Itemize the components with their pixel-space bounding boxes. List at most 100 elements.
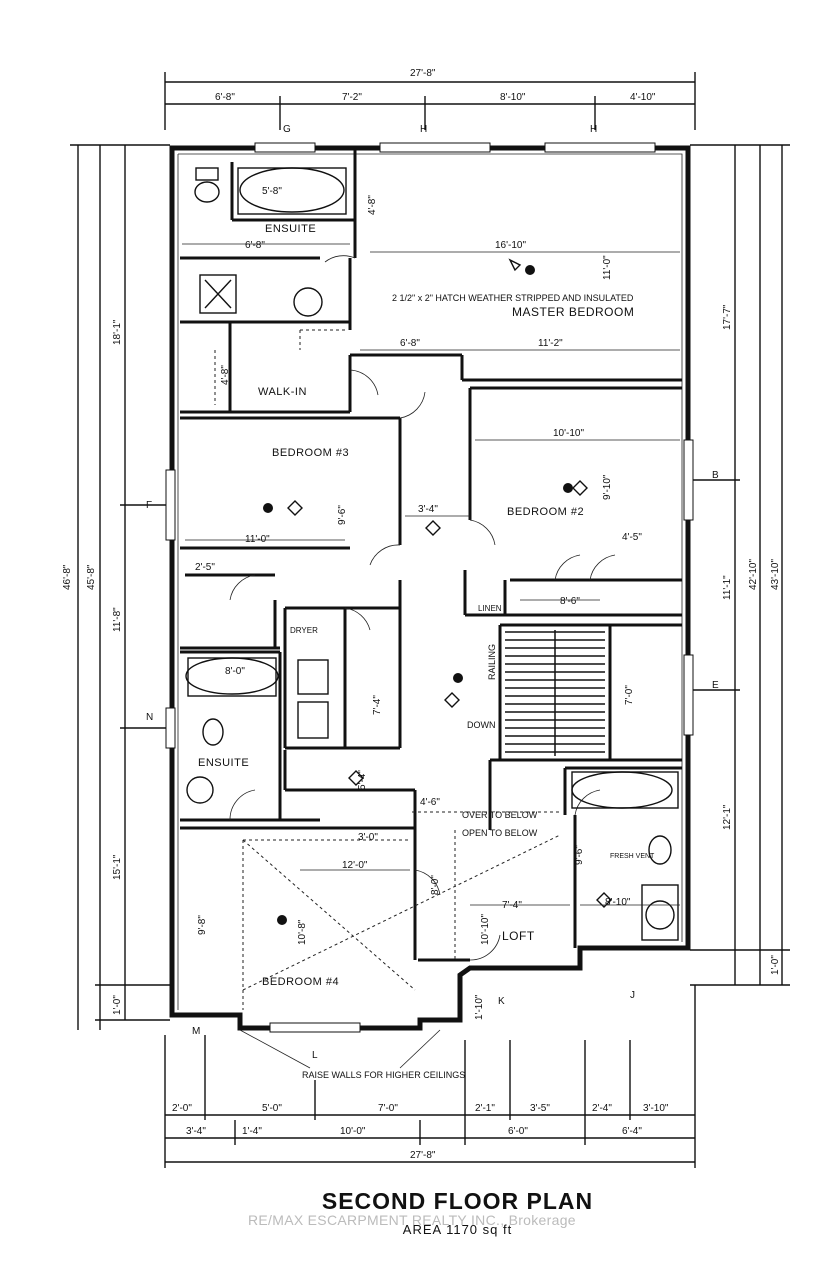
dim-bottom-a5: 3'-5" <box>530 1103 550 1114</box>
dim-bath-w: 8'-10" <box>605 897 631 908</box>
room-label-bedroom-4: BEDROOM #4 <box>262 976 339 988</box>
note-railing: RAILING <box>487 644 497 680</box>
dim-right-2: 42'-10" <box>748 559 759 590</box>
interior-walls <box>180 148 682 962</box>
grid-letter: K <box>498 996 505 1007</box>
bathroom-fixtures <box>185 167 679 941</box>
note-over-to-below: OVER TO BELOW <box>462 810 538 820</box>
dim-top-overall: 27'-8" <box>410 68 436 79</box>
dim-left-b: 11'-8" <box>112 607 123 632</box>
grid-letter: N <box>146 712 153 723</box>
dim-bottom-b2: 1'-4" <box>242 1126 262 1137</box>
dim-hall3: 3'-0" <box>358 832 378 843</box>
grid-letter: H <box>420 124 427 135</box>
dim-ens2-d: 7'-4" <box>372 695 383 715</box>
dim-right-a: 17'-7" <box>722 304 733 330</box>
note-hatch: 2 1/2" x 2" HATCH WEATHER STRIPPED AND I… <box>392 293 634 303</box>
dim-bed4-a: 9'-8" <box>197 915 208 935</box>
dim-bottom-a4: 2'-1" <box>475 1103 495 1114</box>
dim-bot-c: 1'-10" <box>474 994 485 1020</box>
dashed-lines <box>214 329 561 1010</box>
inner-dim-lines <box>182 243 680 906</box>
dim-right-c: 12'-1" <box>722 804 733 830</box>
dim-top-4: 4'-10" <box>630 92 656 103</box>
dim-bottom-b3: 10'-0" <box>340 1126 366 1137</box>
grid-letter: J <box>630 990 635 1001</box>
light-fixture-symbols <box>287 258 612 908</box>
dim-left-overall: 46'-8" <box>62 564 73 590</box>
grid-letter: E <box>712 680 719 691</box>
dim-bottom-a2: 5'-0" <box>262 1103 282 1114</box>
dim-right-d: 1'-0" <box>770 955 781 975</box>
ceiling-lights <box>263 265 573 925</box>
watermark: RE/MAX ESCARPMENT REALTY INC., Brokerage <box>248 1212 576 1228</box>
dim-top-3: 8'-10" <box>500 92 526 103</box>
stair-treads <box>505 630 605 756</box>
dim-right-overall: 43'-10" <box>770 559 781 590</box>
door-swings <box>229 255 616 961</box>
room-label-walk-in: WALK-IN <box>258 386 307 398</box>
sink-icon <box>293 287 323 317</box>
dim-bed2-c: 4'-5" <box>622 532 642 543</box>
note-fresh-vent: FRESH VENT <box>610 853 655 860</box>
top-dimensions: 27'-8" 6'-8" 7'-2" 8'-10" 4'-10" G H H <box>164 68 696 135</box>
dim-bed2-w: 10'-10" <box>553 428 584 439</box>
dim-hall: 3'-4" <box>418 504 438 515</box>
dim-bottom-a3: 7'-0" <box>378 1103 398 1114</box>
dim-bottom-a7: 3'-10" <box>643 1103 669 1114</box>
dim-loft-w: 7'-4" <box>502 900 522 911</box>
toilet-icon <box>202 718 224 746</box>
dim-loft-d: 10'-10" <box>480 914 491 945</box>
grid-letter: M <box>192 1026 200 1037</box>
dim-ensuite-d: 6'-8" <box>245 240 265 251</box>
dim-bed3-d: 9'-6" <box>337 505 348 525</box>
dim-bed4-b: 10'-8" <box>297 919 308 945</box>
dim-bottom-overall: 27'-8" <box>410 1150 436 1161</box>
exterior-walls <box>169 145 691 1031</box>
dim-bed2-d: 9'-10" <box>602 474 613 500</box>
room-label-ensuite: ENSUITE <box>265 223 316 235</box>
plan-area: AREA 1170 sq ft <box>402 1222 513 1237</box>
dim-linen: 2'-5" <box>195 562 215 573</box>
washer-icon <box>297 659 329 695</box>
note-open-to-below: OPEN TO BELOW <box>462 828 538 838</box>
dim-ens2-w: 8'-0" <box>225 666 245 677</box>
plan-title: SECOND FLOOR PLAN <box>321 1188 594 1214</box>
dim-bottom-a1: 2'-0" <box>172 1103 192 1114</box>
grid-letter: F <box>146 500 152 511</box>
bottom-dimensions: 2'-0" 5'-0" 7'-0" 2'-1" 3'-5" 2'-4" 3'-1… <box>164 985 696 1168</box>
room-label-bedroom-2: BEDROOM #2 <box>507 506 584 518</box>
dim-bottom-b4: 6'-0" <box>508 1126 528 1137</box>
dim-bed4-c: 12'-0" <box>342 860 368 871</box>
left-dimensions: 46'-8" 45'-8" 18'-1" 11'-8" 15'-1" 1'-0"… <box>62 144 170 1030</box>
room-label-master-bedroom: MASTER BEDROOM <box>512 305 634 319</box>
dim-master-d: 11'-2" <box>538 338 563 349</box>
bathtub-icon <box>571 771 673 809</box>
dim-master-s: 6'-8" <box>400 338 420 349</box>
grid-letter: H <box>590 124 597 135</box>
dim-master-w: 16'-10" <box>495 240 526 251</box>
dim-top-2: 7'-2" <box>342 92 362 103</box>
dim-bottom-b1: 3'-4" <box>186 1126 206 1137</box>
note-hatch-text: 2 1/2" x 2" HATCH WEATHER STRIPPED AND I… <box>392 293 634 303</box>
dim-left-d: 1'-0" <box>112 995 123 1015</box>
room-label-ensuite-left: ENSUITE <box>198 757 249 769</box>
dim-ensuite-h: 4'-8" <box>367 195 378 215</box>
toilet-icon <box>194 181 220 203</box>
right-dimensions: 17'-7" 42'-10" 43'-10" 11'-1" 12'-1" 1'-… <box>690 144 790 986</box>
grid-letter: G <box>283 124 291 135</box>
dim-hall2: 4'-6" <box>420 797 440 808</box>
dim-walkin: 4'-8" <box>220 365 231 385</box>
dim-dryer: 5'-4" <box>357 770 368 790</box>
windows <box>165 142 694 1033</box>
dryer-icon <box>297 701 329 739</box>
sink-icon <box>186 776 214 804</box>
grid-letter: B <box>712 470 719 481</box>
dim-loft-e: 8'-0" <box>430 875 441 895</box>
room-label-linen: LINEN <box>478 604 502 613</box>
dim-left-2: 45'-8" <box>86 564 97 590</box>
dim-stair: 7'-0" <box>624 685 635 705</box>
grid-letter: L <box>312 1050 318 1061</box>
